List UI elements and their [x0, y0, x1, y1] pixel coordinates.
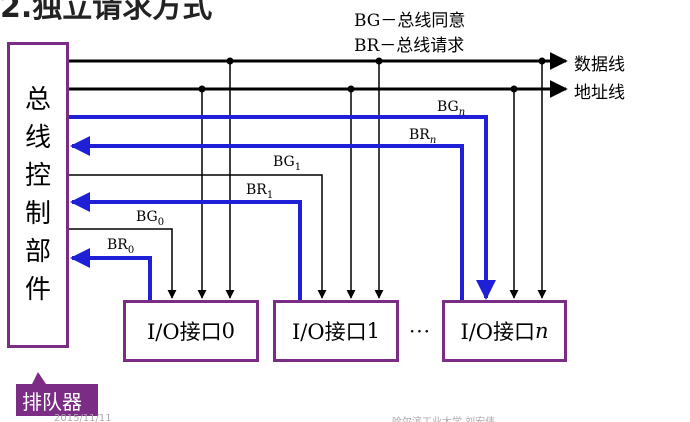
footer-source: 哈尔滨工业大学 刘宏伟	[392, 413, 495, 422]
io-interface-index: n	[535, 319, 549, 343]
label-br-1: BR1	[246, 182, 273, 201]
legend-bus-grant: BG－总线同意	[354, 11, 466, 31]
label-br-0: BR0	[107, 237, 134, 256]
footer-date: 2015/11/11	[54, 413, 112, 422]
address-bus-drops	[197, 85, 519, 299]
bus-controller: 总 线 控 制 部 件	[7, 42, 69, 348]
io-interface-label: I/O接口	[147, 320, 222, 344]
controller-char: 控	[24, 161, 51, 191]
controller-char: 部	[24, 237, 51, 267]
label-bg-n: BGn	[437, 99, 465, 118]
io-interface-label: I/O接口	[292, 320, 367, 344]
controller-char: 线	[24, 123, 51, 153]
grant-line-0	[69, 228, 177, 299]
controller-char: 总	[24, 85, 51, 115]
label-bg-1: BG1	[273, 154, 301, 173]
label-br-n: BRn	[409, 127, 436, 146]
arbiter-callout	[16, 372, 98, 416]
grant-line-1	[69, 174, 327, 299]
data-bus-label: 数据线	[574, 55, 625, 75]
io-interface-label: I/O接口	[460, 320, 536, 344]
page-title: 2.独立请求方式	[0, 0, 213, 25]
grant-line-n	[69, 115, 496, 300]
address-bus-label: 地址线	[574, 83, 625, 103]
request-line-n	[70, 136, 464, 300]
ellipsis: ···	[408, 319, 432, 343]
arbiter-label: 排队器	[22, 390, 82, 414]
label-bg-0: BG0	[136, 209, 164, 228]
request-line-0	[70, 248, 152, 300]
io-interface-index: 0	[221, 319, 235, 343]
data-bus-drops	[225, 57, 547, 299]
io-interface-index: 1	[366, 319, 380, 343]
legend-bus-request: BR－总线请求	[354, 36, 465, 56]
controller-char: 制	[24, 199, 51, 229]
request-line-1	[70, 192, 302, 300]
controller-char: 件	[24, 275, 51, 305]
